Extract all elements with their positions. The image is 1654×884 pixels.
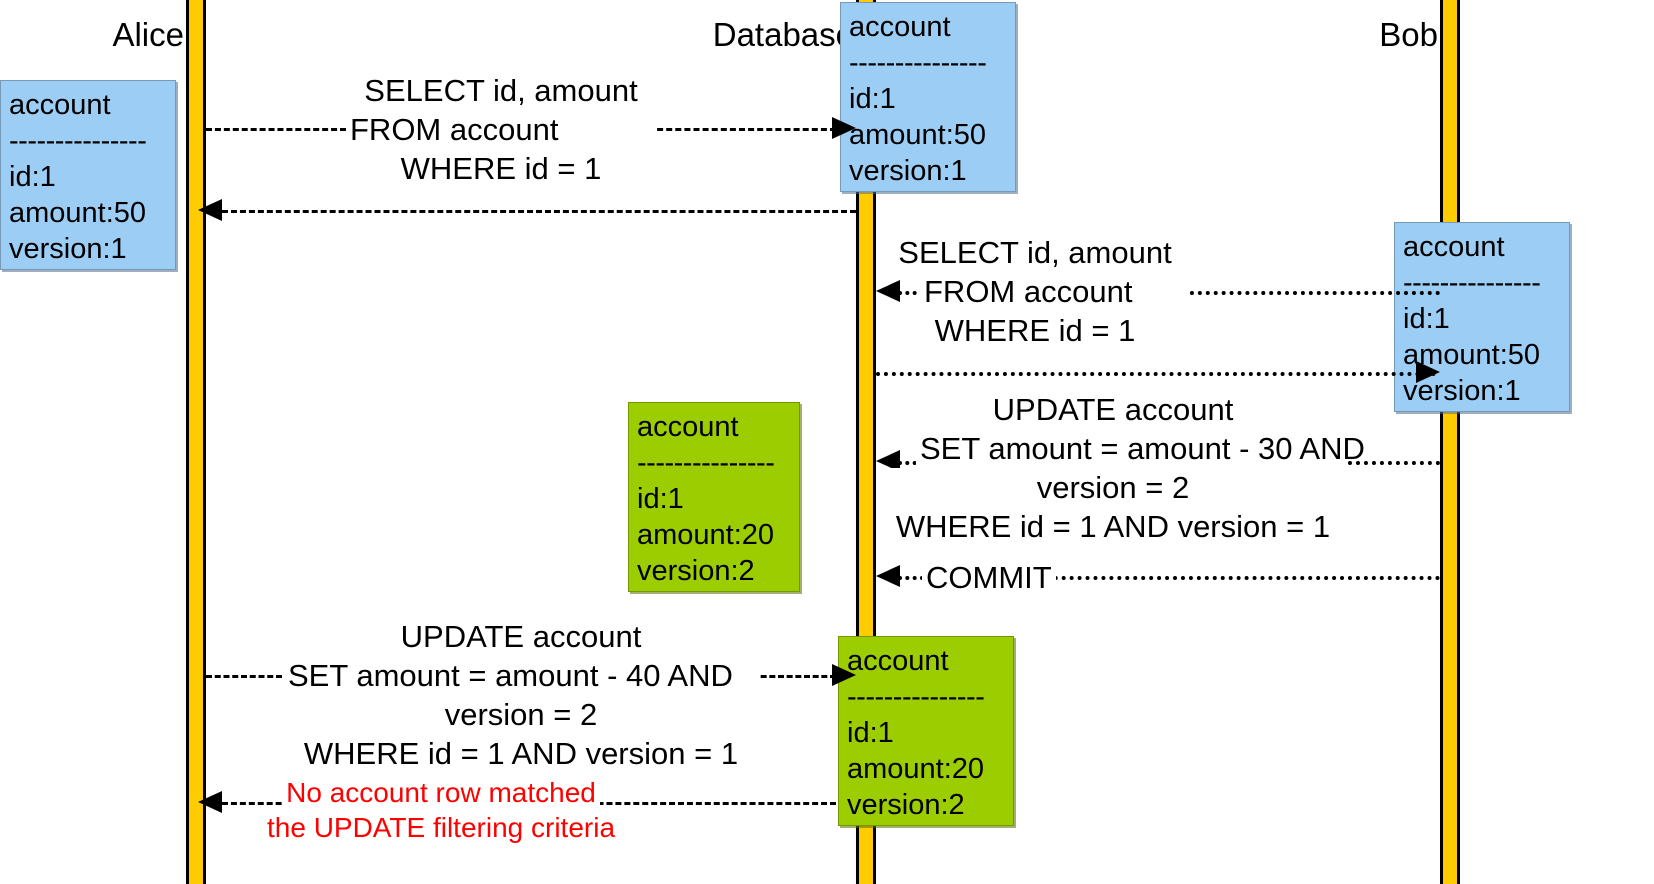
msg-bob-update-line-4: WHERE id = 1 AND version = 1: [878, 507, 1348, 546]
msg-alice-update-line-2: SET amount = amount - 40 AND: [284, 656, 760, 695]
note-field-id: id:1: [9, 161, 56, 193]
arrow-alice-select-segment-left: [206, 128, 346, 131]
arrow-database-reply-alice: [222, 210, 856, 213]
note-field-version: version:2: [847, 789, 965, 821]
note-divider: ---------------: [637, 447, 775, 479]
note-field-amount: amount:20: [847, 753, 985, 785]
arrow-head-alice-select: [832, 117, 856, 139]
note-divider: ---------------: [1403, 267, 1541, 299]
note-database-account-v1: account --------------- id:1 amount:50 v…: [840, 2, 1016, 192]
arrow-head-database-reply-alice: [198, 199, 222, 221]
arrow-bob-commit-segment-stub: [898, 576, 924, 580]
arrow-head-alice-update: [832, 664, 856, 686]
note-divider: ---------------: [849, 47, 987, 79]
note-title: account: [847, 645, 949, 677]
msg-alice-update-line-3: version = 2: [282, 695, 760, 734]
msg-alice-select-line-3: WHERE id = 1: [346, 149, 656, 188]
msg-bob-update-line-2: SET amount = amount - 30 AND: [916, 429, 1365, 468]
arrow-head-bob-update: [876, 450, 900, 472]
note-field-version: version:1: [849, 155, 967, 187]
note-field-id: id:1: [847, 717, 894, 749]
arrow-alice-update-segment-right: [752, 675, 836, 678]
arrow-database-reply-bob: [876, 372, 1436, 376]
note-database-account-v2-after-bob: account --------------- id:1 amount:20 v…: [628, 402, 800, 592]
arrow-bob-select-segment-right: [1182, 291, 1440, 295]
arrow-bob-update-segment-right: [1340, 461, 1440, 465]
lifeline-alice[interactable]: [186, 0, 206, 884]
arrow-alice-select-segment-right: [648, 128, 836, 131]
msg-bob-update-line-3: version = 2: [878, 468, 1348, 507]
note-alice-account-v1: account --------------- id:1 amount:50 v…: [0, 80, 176, 270]
actor-label-bob: Bob: [1379, 16, 1438, 53]
arrow-bob-update-segment-stub: [898, 461, 924, 465]
arrow-bob-commit-segment-right: [1006, 576, 1440, 580]
note-title: account: [637, 411, 739, 443]
msg-alice-select-line-2: FROM account: [346, 110, 656, 149]
msg-alice-update-line-1: UPDATE account: [282, 617, 760, 656]
msg-bob-commit-line-1: COMMIT: [922, 558, 1056, 597]
note-title: account: [849, 11, 951, 43]
note-divider: ---------------: [9, 125, 147, 157]
note-field-id: id:1: [637, 483, 684, 515]
msg-alice-select-line-1: SELECT id, amount: [346, 71, 656, 110]
note-title: account: [9, 89, 111, 121]
note-field-version: version:2: [637, 555, 755, 587]
arrow-bob-select-segment-stub: [898, 291, 924, 295]
msg-database-error-line-1: No account row matched: [282, 775, 600, 810]
arrow-head-bob-commit: [876, 565, 900, 587]
note-field-amount: amount:50: [9, 197, 147, 229]
msg-bob-select-line-1: SELECT id, amount: [880, 233, 1190, 272]
msg-database-error-line-2: the UPDATE filtering criteria: [262, 810, 620, 845]
arrow-head-database-error-alice: [198, 791, 222, 813]
arrow-head-database-reply-bob: [1416, 361, 1440, 383]
arrow-head-bob-select: [876, 280, 900, 302]
msg-alice-update-line-4: WHERE id = 1 AND version = 1: [282, 734, 760, 773]
actor-label-database: Database: [712, 16, 854, 53]
note-bob-account-v1: account --------------- id:1 amount:50 v…: [1394, 222, 1570, 412]
msg-bob-select-line-3: WHERE id = 1: [880, 311, 1190, 350]
arrow-alice-update-segment-left: [206, 675, 282, 678]
note-field-amount: amount:50: [849, 119, 987, 151]
msg-bob-update-line-1: UPDATE account: [878, 390, 1348, 429]
note-field-id: id:1: [849, 83, 896, 115]
note-title: account: [1403, 231, 1505, 263]
note-divider: ---------------: [847, 681, 985, 713]
msg-bob-select-line-2: FROM account: [920, 272, 1190, 311]
note-field-amount: amount:20: [637, 519, 775, 551]
actor-label-alice: Alice: [112, 16, 184, 53]
note-database-account-v2-after-alice: account --------------- id:1 amount:20 v…: [838, 636, 1014, 826]
note-field-version: version:1: [9, 233, 127, 265]
note-field-id: id:1: [1403, 303, 1450, 335]
lifeline-bob[interactable]: [1440, 0, 1460, 884]
